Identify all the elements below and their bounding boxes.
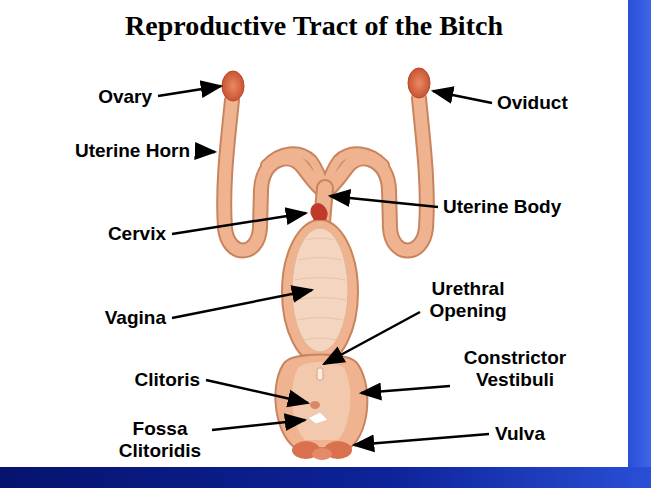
cervix-shape bbox=[310, 203, 327, 220]
part-label: Constrictor Vestibuli bbox=[430, 347, 600, 391]
diagram-title: Reproductive Tract of the Bitch bbox=[0, 10, 628, 42]
part-label: Vulva bbox=[495, 423, 545, 445]
part-label-text: Vulva bbox=[495, 423, 545, 444]
part-label: Clitoris bbox=[135, 369, 200, 391]
part-label: Fossa Clitoridis bbox=[110, 418, 210, 462]
part-label: Uterine Body bbox=[443, 196, 561, 218]
part-label-text: Uterine Horn bbox=[75, 140, 190, 161]
part-label-text: Oviduct bbox=[497, 92, 568, 113]
part-label-text: Urethral Opening bbox=[429, 278, 506, 321]
part-label: Ovary bbox=[98, 86, 152, 108]
part-label: Urethral Opening bbox=[413, 278, 523, 322]
vulva-shape bbox=[292, 441, 352, 460]
vagina-folds bbox=[294, 238, 346, 340]
part-label: Vagina bbox=[105, 307, 166, 329]
part-label-text: Constrictor Vestibuli bbox=[464, 347, 566, 390]
clitoris-shape bbox=[310, 401, 320, 409]
side-bar bbox=[628, 0, 651, 488]
part-label: Oviduct bbox=[497, 92, 568, 114]
vagina-shape bbox=[282, 220, 358, 364]
left-ovary bbox=[222, 71, 244, 101]
part-label-text: Clitoris bbox=[135, 369, 200, 390]
vestibule-shape bbox=[275, 355, 367, 449]
urethral-opening-shape bbox=[317, 368, 323, 380]
part-label-text: Ovary bbox=[98, 86, 152, 107]
fossa-shape bbox=[308, 412, 328, 424]
part-label-text: Fossa Clitoridis bbox=[119, 418, 201, 461]
right-ovary bbox=[408, 68, 430, 98]
bottom-bar bbox=[0, 467, 651, 488]
leader-arrows bbox=[158, 86, 492, 445]
part-label-text: Vagina bbox=[105, 307, 166, 328]
part-label-text: Uterine Body bbox=[443, 196, 561, 217]
part-label: Uterine Horn bbox=[75, 140, 190, 162]
part-label: Cervix bbox=[108, 223, 166, 245]
vagina-lumen bbox=[292, 228, 348, 352]
part-label-text: Cervix bbox=[108, 223, 166, 244]
